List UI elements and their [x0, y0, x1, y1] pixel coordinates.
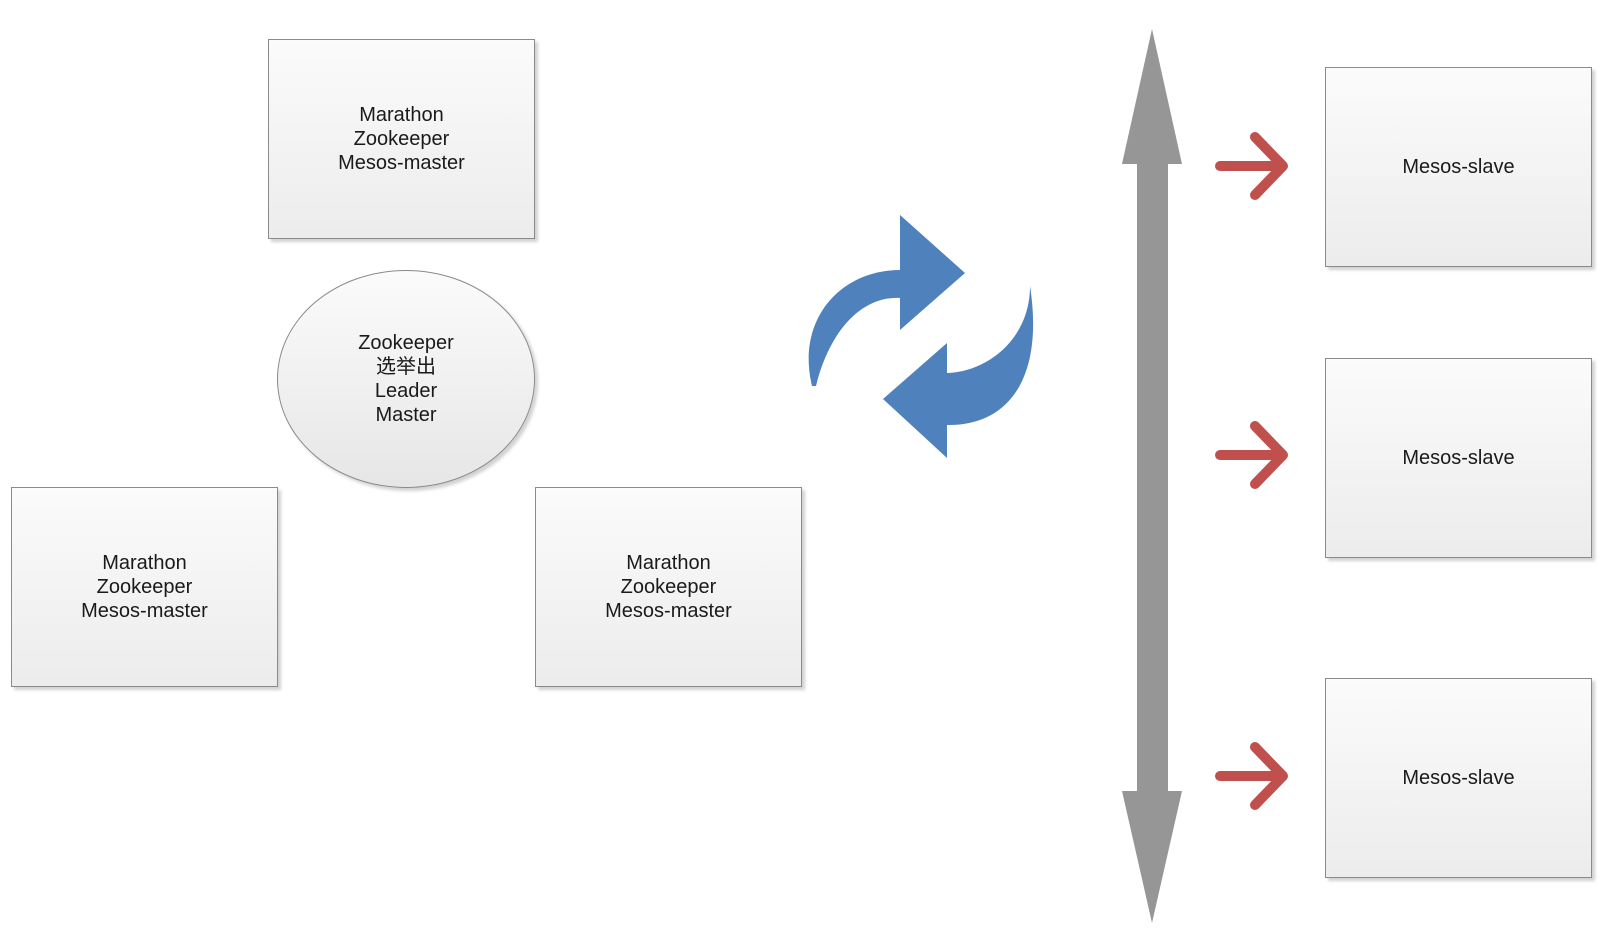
master-node-top: Marathon Zookeeper Mesos-master — [268, 39, 535, 239]
node-line: Zookeeper — [620, 576, 717, 598]
right-arrow-icon — [1215, 132, 1288, 200]
sync-arrow-lower — [883, 286, 1034, 458]
node-line: Marathon — [626, 552, 711, 574]
node-line: Mesos-master — [338, 152, 465, 174]
slave-node-3: Mesos-slave — [1325, 678, 1592, 878]
sync-arrows-icon — [808, 215, 1034, 458]
bus-double-arrow — [1122, 29, 1182, 923]
node-line: Marathon — [359, 104, 444, 126]
node-line: Zookeeper — [96, 576, 193, 598]
slave-node-2: Mesos-slave — [1325, 358, 1592, 558]
node-line: Mesos-master — [605, 600, 732, 622]
leader-line: Leader — [374, 380, 438, 402]
sync-arrow-upper — [808, 215, 965, 386]
node-line: Marathon — [102, 552, 187, 574]
right-arrow-icon — [1215, 421, 1288, 489]
leader-line: 选举出 — [376, 356, 436, 378]
slave-node-1: Mesos-slave — [1325, 67, 1592, 267]
leader-line: Zookeeper — [358, 332, 454, 354]
slave-label: Mesos-slave — [1402, 447, 1515, 469]
node-line: Mesos-master — [81, 600, 208, 622]
slave-label: Mesos-slave — [1402, 156, 1515, 178]
leader-line: Master — [375, 404, 437, 426]
node-line: Zookeeper — [353, 128, 450, 150]
master-node-left: Marathon Zookeeper Mesos-master — [11, 487, 278, 687]
leader-ellipse: Zookeeper 选举出 Leader Master — [277, 270, 535, 488]
master-node-right: Marathon Zookeeper Mesos-master — [535, 487, 802, 687]
right-arrow-icon — [1215, 742, 1288, 810]
slave-label: Mesos-slave — [1402, 767, 1515, 789]
